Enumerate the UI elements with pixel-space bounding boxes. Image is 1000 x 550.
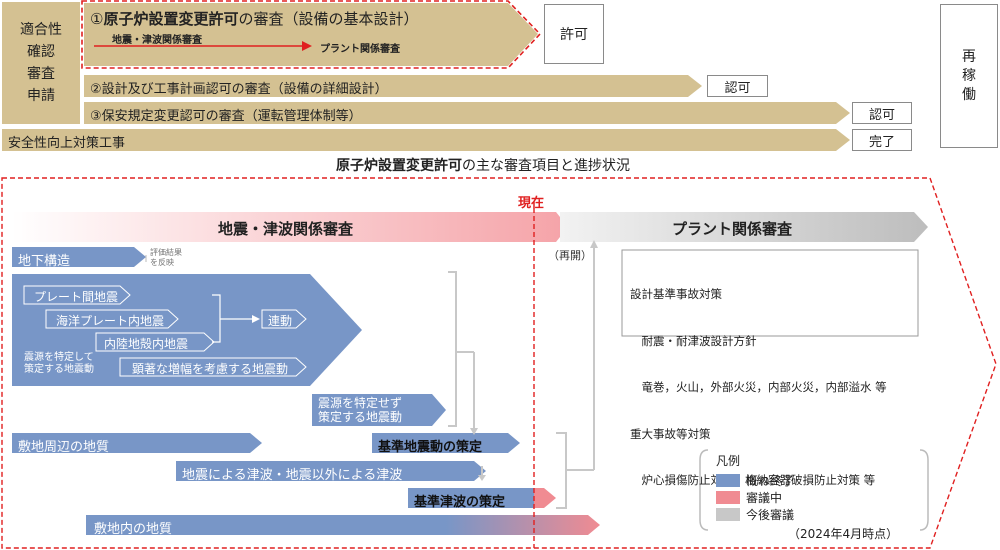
review3-label: ③保安規定変更認可の審査（運転管理体制等） bbox=[90, 109, 362, 124]
review2-label: ②設計及び工事計画認可の審査（設備の詳細設計） bbox=[90, 82, 388, 97]
review1-rest: の審査（設備の基本設計） bbox=[238, 10, 419, 28]
source-unspecified-label: 震源を特定せず 策定する地震動 bbox=[318, 396, 403, 424]
plant-item: 設計基準事故対策 bbox=[630, 287, 722, 301]
legend: 凡例 概ね終了 審議中 今後審議 （2024年4月時点） bbox=[716, 452, 926, 542]
base-tsunami-label: 基準津波の策定 bbox=[414, 495, 506, 510]
amplification-label: 顕著な増幅を考慮する地震動 bbox=[132, 362, 289, 376]
application-label: 適合性 確認 審査 申請 bbox=[20, 22, 62, 104]
review3-status: 認可 bbox=[852, 102, 912, 124]
underground-label: 地下構造 bbox=[18, 254, 71, 269]
review1-prefix: ① bbox=[90, 10, 104, 28]
section-title: 原子炉設置変更許可の主な審査項目と進捗状況 bbox=[336, 155, 630, 175]
application-box: 適合性 確認 審査 申請 bbox=[2, 2, 80, 124]
review1-sub-seismic: 地震・津波関係審査 bbox=[112, 35, 202, 46]
plant-item: 竜巻，火山，外部火災，内部火災，内部溢水 等 bbox=[630, 380, 887, 394]
legend-label: 審議中 bbox=[746, 491, 783, 505]
resume-label: （再開） bbox=[548, 249, 592, 262]
review1-sub-plant: プラント関係審査 bbox=[320, 44, 400, 55]
legend-item: 審議中 bbox=[716, 489, 926, 506]
now-label: 現在 bbox=[518, 196, 545, 211]
legend-swatch bbox=[716, 474, 740, 487]
legend-item: 今後審議 bbox=[716, 506, 926, 523]
legend-label: 今後審議 bbox=[746, 508, 795, 522]
legend-title: 凡例 bbox=[716, 454, 741, 468]
plant-item: 耐震・耐津波設計方針 bbox=[630, 333, 757, 348]
legend-swatch bbox=[716, 491, 740, 504]
source-specified-label: 震源を特定して 策定する地震動 bbox=[24, 352, 94, 375]
legend-swatch bbox=[716, 508, 740, 521]
plate-boundary-label: プレート間地震 bbox=[34, 290, 119, 304]
safety-status: 完了 bbox=[852, 129, 912, 151]
inland-crust-label: 内陸地殻内地震 bbox=[104, 337, 189, 351]
eval-note: 評価結果 を反映 bbox=[150, 248, 182, 267]
plant-items: 設計基準事故対策 耐震・耐津波設計方針 竜巻，火山，外部火災，内部火災，内部溢水… bbox=[630, 256, 887, 504]
linkage-label: 連動 bbox=[268, 314, 293, 328]
base-ground-motion-label: 基準地震動の策定 bbox=[378, 440, 483, 455]
review1-bold: 原子炉設置変更許可 bbox=[103, 10, 239, 28]
restart-box: 再 稼 働 bbox=[940, 4, 998, 148]
seismic-header: 地震・津波関係審査 bbox=[218, 220, 354, 238]
oceanic-plate-label: 海洋プレート内地震 bbox=[56, 314, 165, 328]
site-inner-geology-label: 敷地内の地質 bbox=[94, 522, 173, 537]
legend-item: 概ね終了 bbox=[716, 472, 926, 489]
plant-item: 重大事故等対策 bbox=[630, 426, 711, 441]
review1-title: ①原子炉設置変更許可の審査（設備の基本設計） bbox=[90, 8, 418, 29]
legend-label: 概ね終了 bbox=[746, 474, 795, 488]
review2-status: 認可 bbox=[707, 75, 768, 97]
plant-item: 炉心損傷防止対策，格納容器破損防止対策 等 bbox=[630, 473, 876, 487]
legend-note: （2024年4月時点） bbox=[788, 527, 899, 541]
tsunami-label: 地震による津波・地震以外による津波 bbox=[182, 468, 403, 483]
section-title-rest: の主な審査項目と進捗状況 bbox=[462, 158, 630, 174]
site-geology-label: 敷地周辺の地質 bbox=[18, 440, 110, 455]
plant-header: プラント関係審査 bbox=[672, 220, 793, 238]
safety-works-label: 安全性向上対策工事 bbox=[8, 136, 126, 151]
section-title-bold: 原子炉設置変更許可 bbox=[336, 158, 462, 174]
review1-status: 許可 bbox=[544, 4, 604, 64]
restart-label: 再 稼 働 bbox=[962, 48, 976, 103]
